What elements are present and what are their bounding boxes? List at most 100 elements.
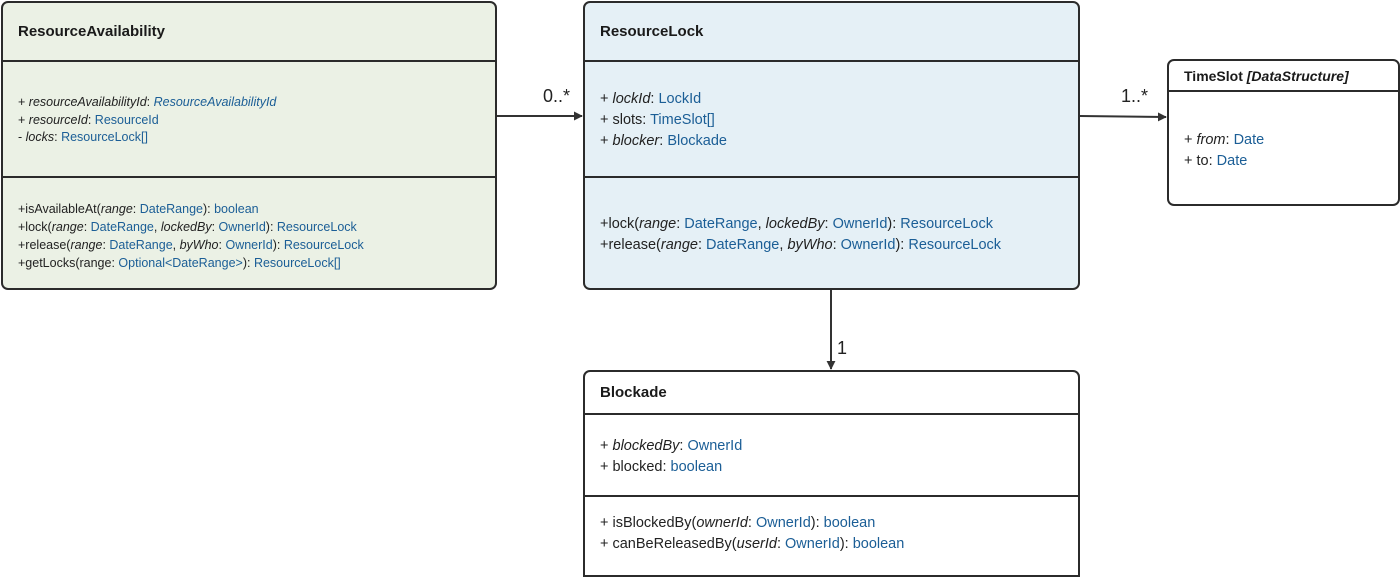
attribute-type: Date [1216, 153, 1248, 169]
param-type: OwnerId [785, 536, 840, 552]
attribute-name: + blocked: [600, 459, 671, 475]
visibility-marker: + [18, 95, 29, 109]
separator: , [779, 237, 788, 253]
methods-section: +isAvailableAt(range: DateRange): boolea… [3, 176, 495, 272]
param-name: byWho [787, 237, 833, 253]
association-lock-timeslot [1079, 112, 1167, 122]
attribute-blocked-by: + blockedBy: OwnerId [600, 436, 1078, 457]
separator: , [172, 238, 180, 252]
visibility-marker: + [600, 91, 613, 107]
separator: ): [887, 216, 901, 232]
param-name: lockedBy [765, 216, 825, 232]
param-name: byWho [179, 238, 219, 252]
separator: : [679, 438, 688, 454]
attribute-slots: + slots: TimeSlot[] [600, 110, 1078, 131]
attribute-name: resourceId [28, 112, 88, 127]
param-name: range [51, 220, 84, 234]
param-type: OwnerId [840, 237, 896, 253]
attribute-resource-id: + resourceId: ResourceId [18, 112, 495, 130]
param-type: Optional<DateRange> [118, 256, 243, 270]
separator: : [659, 133, 668, 149]
method-name: + canBeReleasedBy( [600, 536, 737, 552]
return-type: boolean [214, 202, 259, 216]
class-name: Blockade [585, 372, 1078, 413]
attributes-section: + lockId: LockId + slots: TimeSlot[] + b… [585, 60, 1078, 176]
separator: ): [265, 220, 277, 234]
param-name: range [660, 237, 698, 253]
separator: : [824, 216, 833, 232]
attributes-section: + from: Date + to: Date [1169, 90, 1398, 172]
methods-section: + isBlockedBy(ownerId: OwnerId): boolean… [585, 495, 1078, 555]
param-type: DateRange [90, 220, 154, 234]
attribute-to: + to: Date [1184, 151, 1398, 172]
param-name: lockedBy [160, 220, 212, 234]
param-type: DateRange [684, 216, 758, 232]
separator: : [697, 237, 707, 253]
class-time-slot[interactable]: TimeSlot [DataStructure] + from: Date + … [1167, 59, 1400, 206]
param-type: DateRange [109, 238, 173, 252]
return-type: boolean [852, 536, 905, 552]
separator: : [211, 220, 219, 234]
visibility-marker: + [600, 133, 613, 149]
class-name-text: ResourceAvailability [18, 23, 166, 40]
param-name: userId [736, 536, 777, 552]
visibility-marker: + [600, 438, 613, 454]
param-type: OwnerId [755, 515, 811, 531]
class-name-text: TimeSlot [1184, 67, 1243, 84]
param-type: OwnerId [225, 238, 273, 252]
separator: : [776, 536, 785, 552]
method-can-be-released-by: + canBeReleasedBy(userId: OwnerId): bool… [600, 534, 1078, 555]
class-name: ResourceLock [585, 3, 1078, 60]
visibility-marker: + [1184, 132, 1197, 148]
attribute-type: LockId [658, 91, 702, 107]
attribute-lock-id: + lockId: LockId [600, 89, 1078, 110]
attribute-type: boolean [670, 459, 723, 475]
methods-section: +lock( range: DateRange, lockedBy: OwnerI… [585, 176, 1078, 256]
attribute-type: ResourceId [94, 112, 159, 127]
attribute-locks: - locks: ResourceLock[] [18, 129, 495, 147]
method-lock: +lock(range: DateRange, lockedBy: OwnerI… [18, 218, 495, 236]
param-type: OwnerId [218, 220, 266, 234]
attribute-type: ResourceAvailabilityId [153, 95, 277, 109]
separator: ): [242, 256, 254, 270]
method-name: +release( [18, 238, 71, 252]
method-release: +release(range: DateRange, byWho: OwnerI… [18, 236, 495, 254]
separator: ): [895, 237, 909, 253]
method-name: +getLocks(range: [18, 256, 119, 270]
attribute-type: Date [1233, 132, 1265, 148]
attribute-blocked: + blocked: boolean [600, 457, 1078, 478]
separator: ): [203, 202, 215, 216]
separator: ): [272, 238, 284, 252]
separator: : [83, 220, 91, 234]
separator: : [218, 238, 226, 252]
visibility-marker: + [18, 112, 29, 127]
class-resource-lock[interactable]: ResourceLock + lockId: LockId + slots: T… [583, 1, 1080, 290]
attribute-name: lockId [612, 91, 651, 107]
attributes-section: + blockedBy: OwnerId + blocked: boolean [585, 413, 1078, 495]
separator: : [832, 237, 841, 253]
param-type: DateRange [706, 237, 780, 253]
attribute-name: blocker [612, 133, 660, 149]
class-blockade[interactable]: Blockade + blockedBy: OwnerId + blocked:… [583, 370, 1080, 577]
separator: , [153, 220, 161, 234]
separator: : [650, 91, 659, 107]
return-type: ResourceLock[] [253, 256, 341, 270]
method-name: +lock( [600, 216, 640, 232]
separator: : [747, 515, 756, 531]
param-name: range [70, 238, 103, 252]
attribute-type: OwnerId [687, 438, 743, 454]
separator: : [1225, 132, 1234, 148]
method-lock: +lock(range: DateRange, lockedBy: OwnerI… [600, 214, 1078, 235]
method-name: + isBlockedBy( [600, 515, 697, 531]
param-name: ownerId [696, 515, 748, 531]
method-release: +release(range: DateRange, byWho: OwnerI… [600, 235, 1078, 256]
separator: : [132, 202, 140, 216]
attribute-name: blockedBy [612, 438, 680, 454]
separator: : [676, 216, 685, 232]
param-type: DateRange [139, 202, 203, 216]
param-type: OwnerId [832, 216, 888, 232]
separator: ): [810, 515, 824, 531]
class-resource-availability[interactable]: ResourceAvailability + resourceAvailabil… [1, 1, 497, 290]
visibility-marker: - [18, 130, 26, 144]
